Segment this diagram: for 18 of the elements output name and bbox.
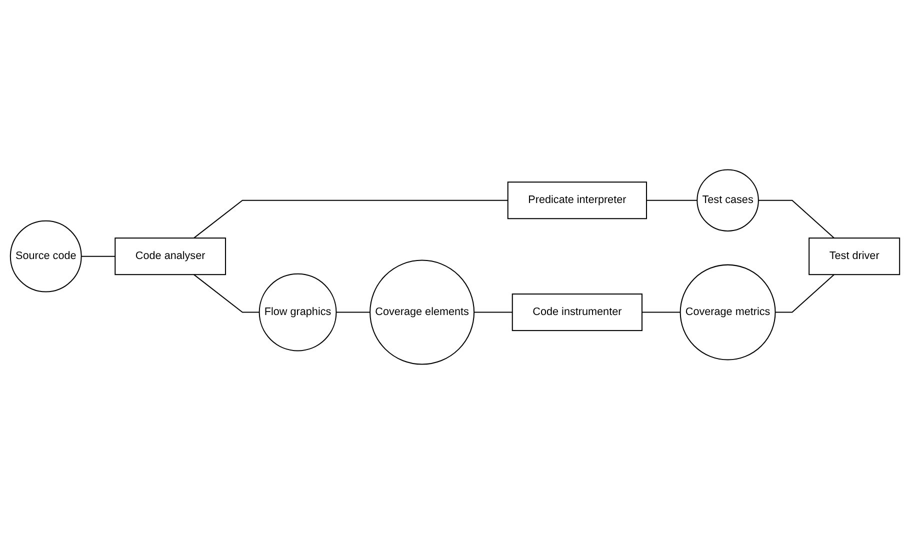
node-box: Predicate interpreter bbox=[507, 182, 648, 220]
connector bbox=[194, 200, 508, 238]
node-box: Code instrumenter bbox=[512, 294, 642, 332]
connector bbox=[336, 312, 370, 313]
connector bbox=[474, 312, 512, 313]
connector bbox=[646, 200, 698, 201]
node-box: Test driver bbox=[808, 238, 900, 276]
node-box: Code analyser bbox=[114, 238, 226, 276]
node-circle: Test cases bbox=[696, 169, 759, 232]
node-circle: Coverage metrics bbox=[680, 264, 776, 360]
node-circle: Coverage elements bbox=[370, 260, 475, 365]
connector bbox=[775, 274, 834, 313]
node-circle: Flow graphics bbox=[258, 273, 337, 352]
connector bbox=[758, 200, 834, 238]
connector bbox=[81, 256, 116, 257]
connector bbox=[642, 312, 680, 313]
connector bbox=[194, 274, 260, 313]
node-circle: Source code bbox=[10, 220, 82, 292]
